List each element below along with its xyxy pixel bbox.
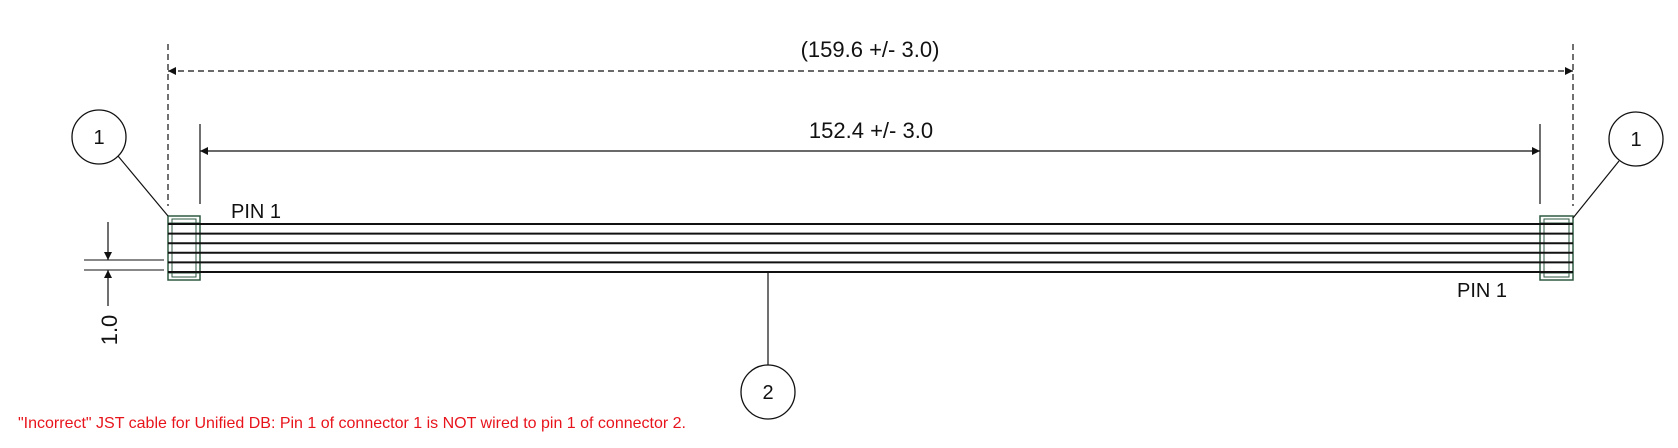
balloon-left-circle [71, 109, 127, 165]
cable-length-label: 152.4 +/- 3.0 [809, 118, 933, 143]
overall-length-label: (159.6 +/- 3.0) [801, 37, 940, 62]
balloon-right-circle [1608, 111, 1664, 167]
balloon-left-label: 1 [93, 127, 104, 149]
cable-note: "Incorrect" JST cable for Unified DB: Pi… [18, 415, 686, 432]
balloon-cable-circle [740, 364, 796, 420]
right-connector [1539, 215, 1574, 281]
pitch-dimension [84, 222, 164, 306]
left-connector [167, 215, 201, 281]
balloon-cable-label: 2 [762, 382, 773, 404]
pitch-label: 1.0 [97, 315, 122, 346]
balloon-right-label: 1 [1630, 129, 1641, 151]
pin1-right-label: PIN 1 [1457, 280, 1507, 302]
pin1-left-label: PIN 1 [231, 201, 281, 223]
balloon-right-leader [1572, 160, 1620, 219]
ribbon-cable [168, 223, 1573, 273]
balloon-left-leader [117, 155, 169, 217]
